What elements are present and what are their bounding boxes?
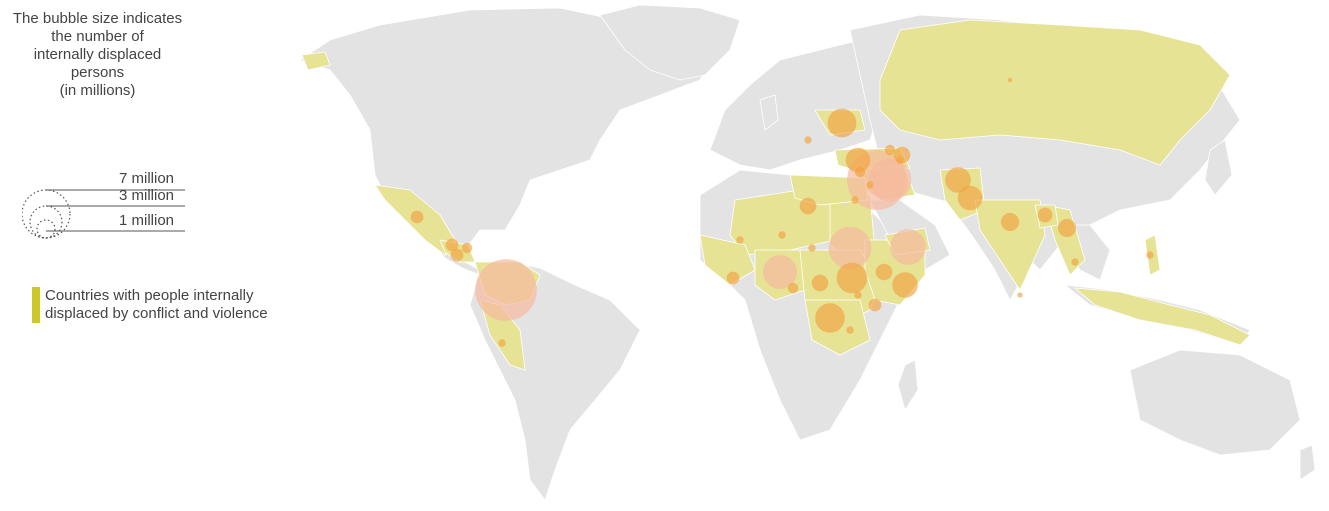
bubble-ukraine bbox=[827, 108, 857, 138]
legend-title-line: (in millions) bbox=[59, 82, 136, 99]
country-indonesia bbox=[1074, 287, 1251, 346]
affected-legend-line: displaced by conflict and violence bbox=[45, 305, 268, 322]
legend-title-line: persons bbox=[70, 64, 125, 81]
bubble-lebanon bbox=[866, 181, 874, 189]
bubble-pakistan bbox=[957, 185, 983, 211]
bubble-armenia bbox=[896, 156, 904, 164]
bubble-niger bbox=[778, 231, 786, 239]
bubble-democratic-republic-of-the-congo bbox=[815, 303, 845, 333]
bubble-central-african-republic bbox=[811, 274, 829, 292]
landmass-new-zealand bbox=[1299, 444, 1316, 481]
bubble-el-salvador bbox=[450, 248, 464, 262]
affected-legend-text: Countries with people internally displac… bbox=[45, 287, 268, 323]
bubble-turkey bbox=[845, 147, 871, 173]
bubble-nigeria bbox=[763, 255, 797, 289]
bubble-iraq bbox=[868, 158, 912, 202]
bubble-honduras bbox=[461, 242, 473, 254]
bubble-philippines bbox=[1146, 251, 1154, 259]
bubble-georgia bbox=[884, 144, 896, 156]
scale-label-1m: 1 million bbox=[119, 212, 175, 229]
scale-circle-1m bbox=[36, 219, 56, 239]
scale-label-7m: 7 million bbox=[119, 170, 175, 187]
scale-circle-3m bbox=[29, 205, 63, 239]
bubble-bosnia-and-herzegovina bbox=[804, 136, 812, 144]
landmass-japan bbox=[1204, 139, 1233, 196]
bubble-somalia bbox=[892, 272, 918, 298]
affected-legend-line: Countries with people internally bbox=[45, 287, 254, 304]
country-india bbox=[974, 199, 1046, 291]
bubble-sri-lanka bbox=[1017, 292, 1023, 298]
bubble-uganda bbox=[854, 291, 862, 299]
bubble-ethiopia bbox=[875, 263, 893, 281]
bubble-myanmar bbox=[1057, 218, 1077, 238]
bubble-c-te-d-ivoire bbox=[726, 271, 740, 285]
bubble-india bbox=[1000, 212, 1020, 232]
country-alaska-isle bbox=[301, 51, 331, 71]
bubble-layer bbox=[410, 77, 1154, 347]
bubble-kenya bbox=[868, 298, 882, 312]
bubble-russia bbox=[1007, 77, 1013, 83]
bubble-sudan bbox=[828, 226, 872, 270]
landmass-australia bbox=[1129, 349, 1301, 456]
bubble-cyprus bbox=[854, 166, 866, 178]
bubble-yemen bbox=[890, 229, 926, 265]
bubble-guatemala bbox=[445, 238, 459, 252]
bubble-egypt bbox=[851, 196, 859, 204]
landmass-madagascar bbox=[897, 359, 919, 411]
bubble-cameroon bbox=[787, 282, 799, 294]
bubble-peru bbox=[498, 339, 506, 347]
bubble-size-legend-title: The bubble size indicates the number of … bbox=[10, 10, 185, 100]
bubble-colombia bbox=[475, 259, 537, 321]
bubble-afghanistan bbox=[945, 167, 971, 193]
scale-label-3m: 3 million bbox=[119, 187, 175, 204]
landmass-greenland bbox=[599, 4, 741, 81]
bubble-burundi bbox=[846, 326, 854, 334]
country-russia bbox=[879, 19, 1231, 166]
legend-title-line: the number of bbox=[51, 28, 144, 45]
bubble-libya bbox=[799, 197, 817, 215]
bubble-south-sudan bbox=[836, 262, 868, 294]
bubble-bangladesh bbox=[1037, 207, 1053, 223]
bubble-size-scale: 7 million 3 million 1 million bbox=[21, 166, 192, 246]
scale-circles bbox=[21, 189, 185, 239]
legend-title-line: The bubble size indicates bbox=[12, 10, 183, 27]
country-west-africa bbox=[699, 234, 756, 286]
bubble-mexico bbox=[410, 210, 424, 224]
legend-title-line: internally displaced bbox=[33, 46, 162, 63]
landmass-uk bbox=[759, 94, 779, 131]
bubble-mali bbox=[736, 236, 744, 244]
bubble-thailand bbox=[1071, 258, 1079, 266]
affected-color-swatch bbox=[32, 287, 40, 323]
bubble-chad bbox=[808, 244, 816, 252]
